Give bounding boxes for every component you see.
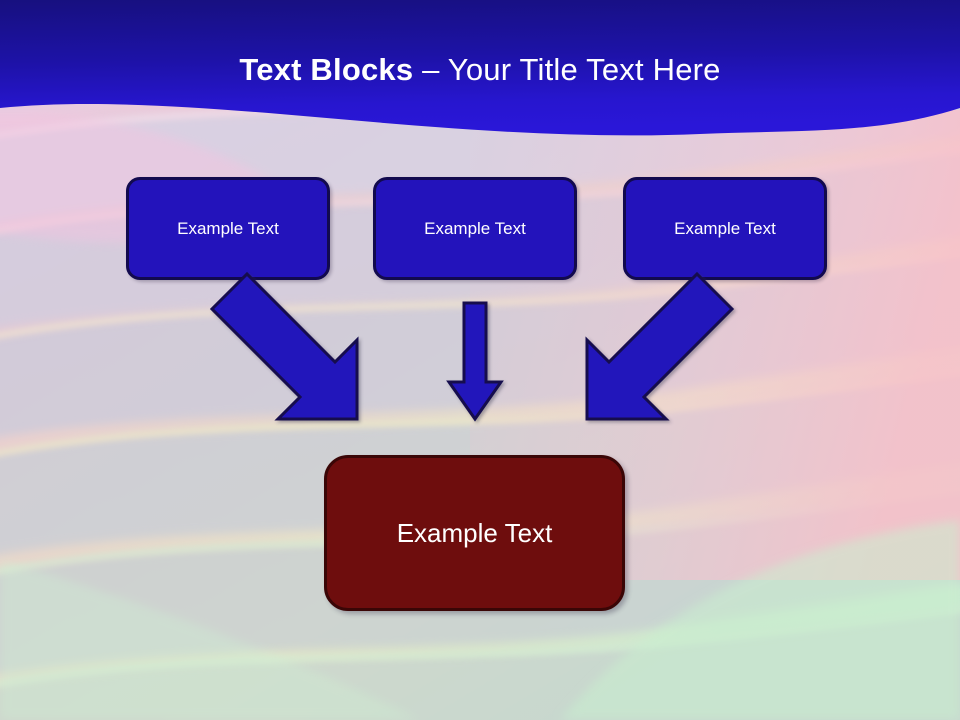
text-block-1-label: Example Text	[177, 218, 279, 238]
result-text-block-label: Example Text	[396, 517, 553, 548]
text-block-2-label: Example Text	[424, 218, 526, 238]
text-block-3[interactable]: Example Text	[623, 177, 827, 280]
text-block-2[interactable]: Example Text	[373, 177, 577, 280]
text-block-3-label: Example Text	[674, 218, 776, 238]
title-banner: Text Blocks – Your Title Text Here	[0, 0, 960, 150]
text-block-1[interactable]: Example Text	[126, 177, 330, 280]
result-text-block[interactable]: Example Text	[324, 455, 625, 611]
